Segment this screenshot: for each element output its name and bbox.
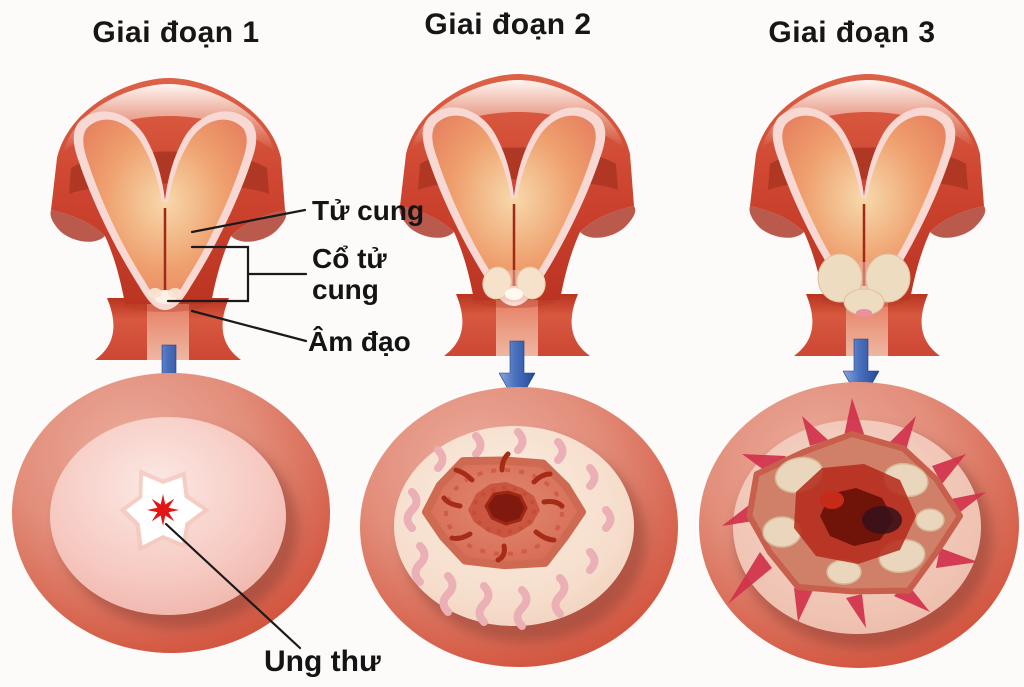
cervix-label: Cổ tử cung: [312, 243, 387, 305]
stage-2-title: Giai đoạn 2: [424, 8, 592, 41]
uterus-illustration-stage-3: [748, 72, 987, 356]
cervix-tumor-large: [817, 253, 911, 317]
lesion-stage-2: [403, 428, 615, 630]
uterus-illustration-stage-1: [49, 76, 288, 360]
uterus-illustration-stage-2: [398, 72, 637, 356]
vagina-label: Âm đạo: [308, 326, 411, 357]
lesion-stage-3: [722, 398, 986, 628]
stage-1-title: Giai đoạn 1: [92, 16, 260, 49]
cervix-tumor-medium: [482, 266, 546, 302]
cancer-label: Ung thư: [264, 645, 381, 678]
cervix-view-stage-3: [699, 382, 1019, 668]
stage-3-title: Giai đoạn 3: [768, 16, 936, 49]
uterus-label: Tử cung: [312, 195, 425, 226]
cervix-view-stage-2: [360, 387, 678, 667]
cervix-view-stage-1: [12, 373, 330, 653]
